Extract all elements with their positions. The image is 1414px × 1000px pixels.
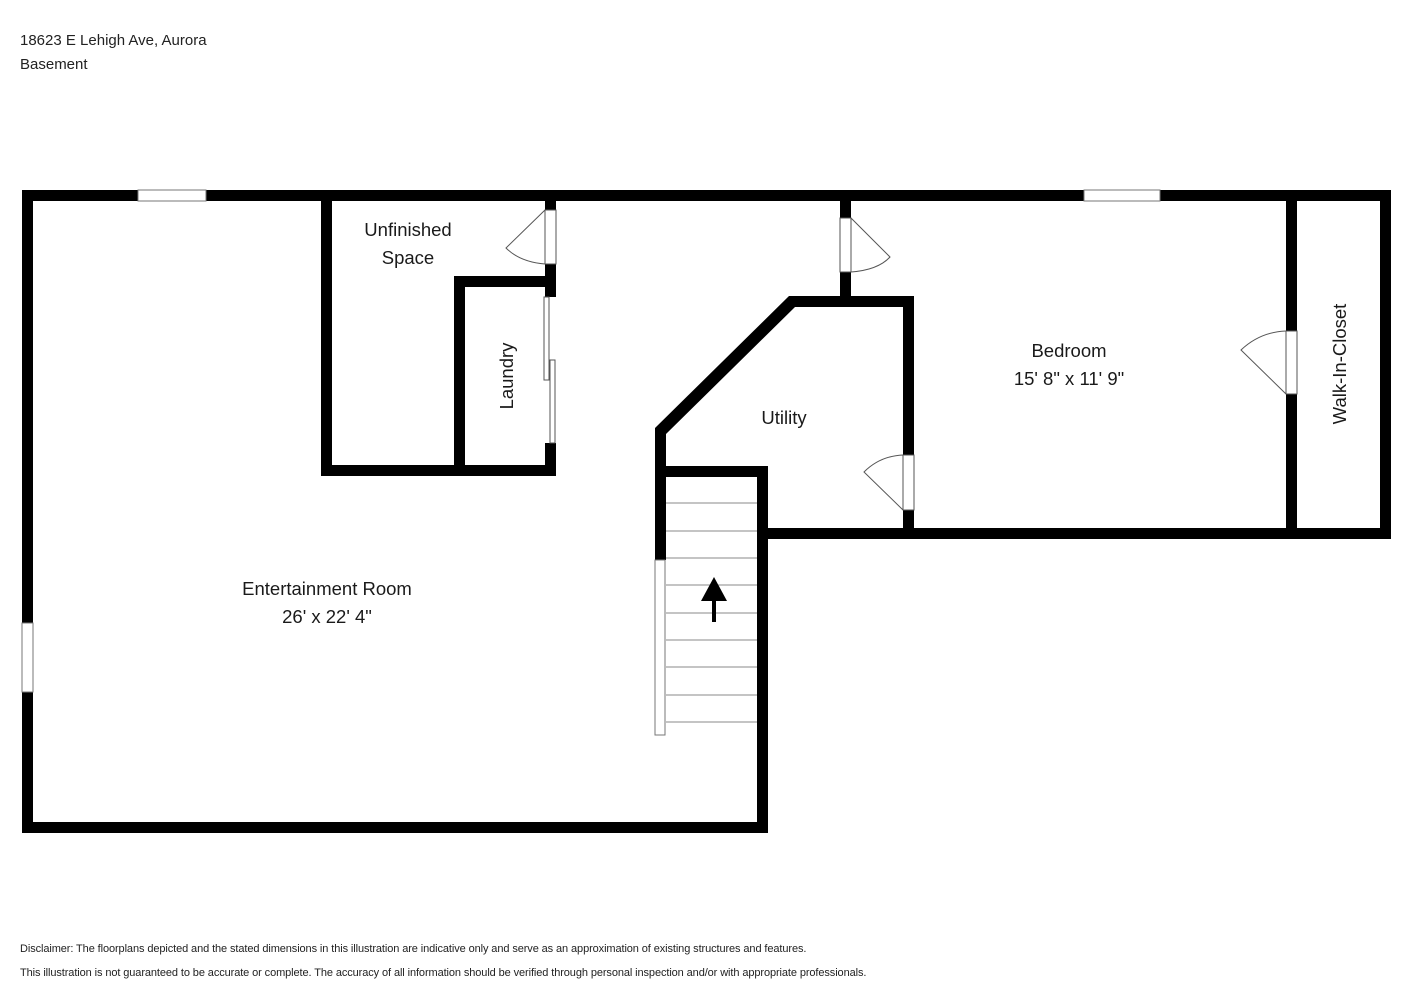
disclaimer: Disclaimer: The floorplans depicted and …	[20, 937, 866, 985]
room-name: Laundry	[496, 342, 517, 410]
window-bedroom	[1083, 189, 1161, 202]
floor-name: Basement	[20, 56, 88, 73]
room-name: Entertainment Room	[242, 578, 412, 599]
window-left-wall	[21, 622, 34, 693]
disclaimer-line-2: This illustration is not guaranteed to b…	[20, 967, 867, 979]
room-utility: Utility	[761, 404, 806, 432]
walls	[22, 190, 1391, 833]
windows	[21, 189, 1161, 693]
room-name: Walk-In-Closet	[1329, 303, 1350, 425]
sliding-door-laundry-icon	[543, 296, 556, 444]
window-top-left	[137, 189, 207, 202]
room-name: Unfinished	[364, 219, 452, 240]
room-walk-in-closet: Walk-In-Closet	[1329, 304, 1351, 425]
room-name: Bedroom	[1031, 340, 1107, 361]
property-address: 18623 E Lehigh Ave, Aurora	[20, 32, 207, 49]
room-laundry: Laundry	[496, 343, 518, 410]
room-name-line2: Space	[381, 247, 435, 268]
plan-header: 18623 E Lehigh Ave, Aurora Basement	[20, 29, 207, 77]
room-unfinished-space: Unfinished Space	[364, 216, 451, 272]
room-entertainment: Entertainment Room 26' x 22' 4"	[242, 575, 412, 631]
door-unfinished-icon	[505, 209, 557, 265]
room-dimensions: 26' x 22' 4"	[282, 606, 372, 627]
stairs	[666, 502, 757, 723]
door-utility-icon	[863, 454, 915, 511]
room-bedroom: Bedroom 15' 8" x 11' 9"	[1014, 337, 1124, 393]
disclaimer-line-1: Disclaimer: The floorplans depicted and …	[20, 943, 807, 955]
doors	[505, 209, 1298, 736]
room-name: Utility	[761, 407, 807, 428]
arrow-up-icon	[701, 577, 727, 622]
stair-railing	[654, 559, 666, 736]
room-dimensions: 15' 8" x 11' 9"	[1013, 368, 1125, 389]
door-closet-icon	[1240, 330, 1298, 395]
door-bedroom-icon	[839, 217, 891, 273]
